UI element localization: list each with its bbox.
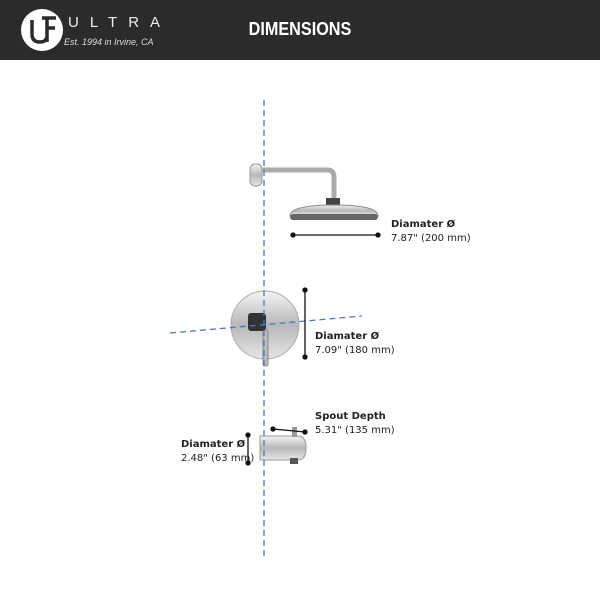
header-bar: ULTRA Est. 1994 in Irvine, CA DIMENSIONS xyxy=(0,0,600,60)
spout-depth-label: Spout Depth 5.31" (135 mm) xyxy=(315,410,395,438)
horizontal-center-guide xyxy=(169,315,363,334)
dimension-title: Diamater Ø xyxy=(391,219,456,230)
head-diameter-label: Diamater Ø 7.87" (200 mm) xyxy=(391,218,471,246)
dimension-value: 2.48" (63 mm) xyxy=(181,453,255,464)
shower-head-icon xyxy=(249,163,379,220)
spout-diameter-label: Diamater Ø 2.48" (63 mm) xyxy=(181,438,254,466)
trim-diameter-label: Diamater Ø 7.09" (180 mm) xyxy=(315,330,395,358)
dimension-title: Spout Depth xyxy=(315,411,386,422)
dimension-value: 5.31" (135 mm) xyxy=(315,425,395,436)
tub-spout-icon xyxy=(259,427,307,464)
spout-depth-line xyxy=(272,428,306,433)
dimension-title: Diamater Ø xyxy=(315,331,380,342)
brand-name: ULTRA xyxy=(68,14,172,31)
dimension-value: 7.09" (180 mm) xyxy=(315,345,395,356)
dimension-title: Diamater Ø xyxy=(181,439,246,450)
brand-tagline: Est. 1994 in Irvine, CA xyxy=(64,37,154,47)
dimension-value: 7.87" (200 mm) xyxy=(391,233,471,244)
page-title: DIMENSIONS xyxy=(248,19,352,39)
ultra-logo-icon xyxy=(21,9,63,51)
valve-trim-icon xyxy=(230,290,300,367)
